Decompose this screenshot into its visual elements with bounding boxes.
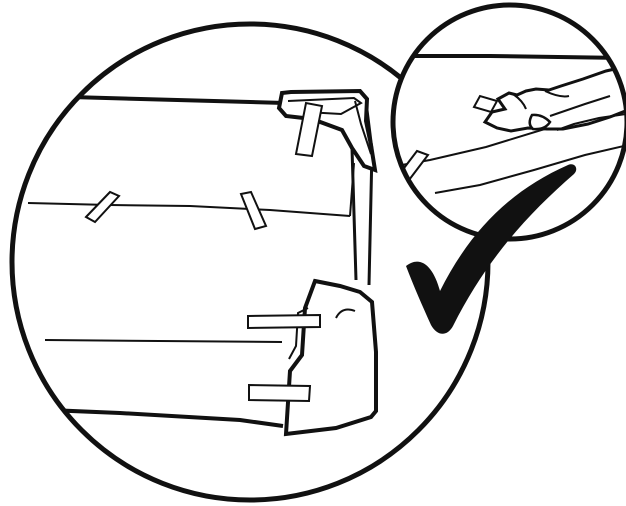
hand-outline: [482, 64, 626, 133]
tape-strip-bottom: [248, 383, 312, 403]
hand-thumb-crease: [512, 93, 527, 110]
main-detail-content: [12, 88, 378, 437]
magnified-inset: [390, 2, 626, 242]
inset-paper-lower-edge: [434, 144, 626, 194]
top-sheet-edge: [12, 93, 286, 105]
hand-knuckle-line: [544, 90, 570, 98]
middle-paper-line: [27, 202, 351, 217]
fingertip: [528, 113, 552, 131]
inset-paper-top-edge: [393, 54, 626, 60]
check-mark-icon: [406, 164, 577, 334]
lower-flap-curl: [335, 308, 356, 319]
top-fold-inner-crease: [287, 96, 363, 116]
top-fold-side-crease: [354, 100, 372, 155]
inset-tape-top: [472, 94, 499, 114]
top-folded-corner: [276, 88, 378, 174]
tape-strip-left: [84, 190, 121, 224]
magnified-inset-content: [393, 54, 626, 194]
tape-strip-middle: [239, 190, 268, 231]
hand-palm-line: [556, 113, 626, 131]
hand-finger-line: [549, 95, 611, 117]
tape-strip-top: [294, 101, 324, 158]
lower-folded-flap: [283, 278, 378, 437]
magnified-inset-circle: [390, 2, 626, 242]
lower-paper-line: [44, 339, 283, 343]
tape-strip-lower-flap: [247, 313, 321, 330]
lower-flap-inner-fold: [288, 307, 309, 360]
bottom-sheet-edge: [12, 406, 284, 428]
